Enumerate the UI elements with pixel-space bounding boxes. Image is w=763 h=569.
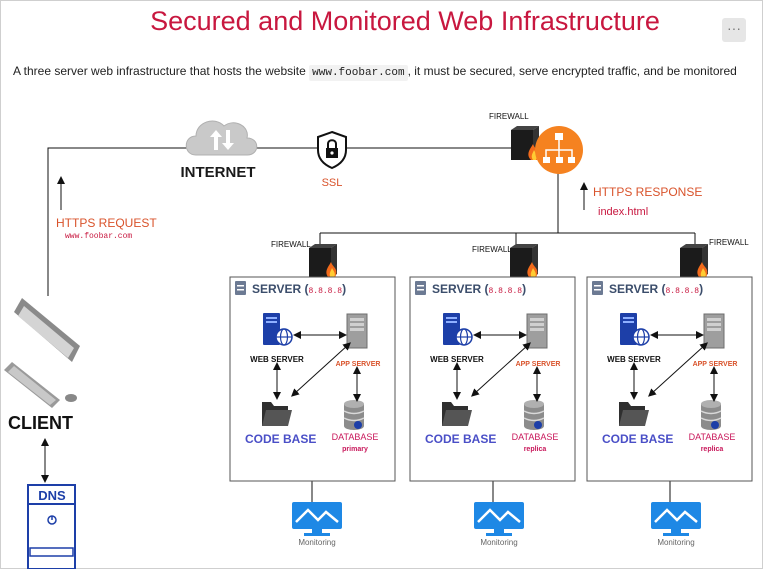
monitoring-icon [649,500,703,538]
code-app-arrow [471,342,531,397]
database-role-label: replica [701,446,724,453]
server-header-icon [415,281,426,295]
page-description: A three server web infrastructure that h… [13,64,737,81]
client-computer-icon [4,298,80,408]
web-server-label: WEB SERVER [250,355,304,364]
monitoring-icon [290,500,344,538]
page-title: Secured and Monitored Web Infrastructure [150,6,660,36]
database-label: DATABASE [689,432,736,442]
server-box-2: SERVER (8.8.8.8) WEB SERVER APP SERVER CODE… [409,276,576,482]
web-server-label: WEB SERVER [430,355,484,364]
database-role-label: primary [342,446,368,453]
ssl-label: SSL [322,177,343,189]
server-box-3: SERVER (8.8.8.8) WEB SERVER APP SERVER CODE… [586,276,753,482]
monitoring-icon [472,500,526,538]
https-response-label: HTTPS RESPONSE [593,185,702,199]
database-icon [343,399,365,431]
server-title: SERVER (8.8.8.8) [252,282,346,296]
firewall-icon-2 [510,244,538,278]
internet-label: INTERNET [181,164,256,181]
description-text-end: , it must be secured, serve encrypted tr… [407,64,737,78]
database-label: DATABASE [512,432,559,442]
https-response-file: index.html [598,206,648,218]
code-app-arrow [648,342,708,397]
web-server-label: WEB SERVER [607,355,661,364]
code-base-label: CODE BASE [245,432,316,446]
firewall-label-main: FIREWALL [489,112,529,121]
firewall-label-1: FIREWALL [271,240,311,249]
server-box-1: SERVER (8.8.8.8) WEB SERVER APP SERVER CODE… [229,276,396,482]
connection-lines [47,147,696,503]
firewall-icon-main [511,126,539,160]
database-icon [700,399,722,431]
https-request-url: www.foobar.com [65,232,132,241]
code-app-arrow [291,342,351,397]
more-options-button[interactable]: ··· [722,18,746,42]
monitoring-label: Monitoring [657,538,694,547]
database-label: DATABASE [332,432,379,442]
app-server-label: APP SERVER [693,361,738,368]
server-group: SERVER (8.8.8.8) WEB SERVER APP SERVER CODE… [229,276,753,547]
code-base-label: CODE BASE [602,432,673,446]
server-header-icon [235,281,246,295]
database-icon [523,399,545,431]
dns-server-icon [27,484,76,569]
server-header-icon [592,281,603,295]
app-server-label: APP SERVER [336,361,381,368]
firewall-label-3: FIREWALL [709,238,749,247]
server-title: SERVER (8.8.8.8) [609,282,703,296]
client-label: CLIENT [8,413,73,433]
database-role-label: replica [524,446,547,453]
dns-label: DNS [38,488,66,503]
app-server-icon [526,313,548,349]
cloud-icon [185,120,258,156]
description-domain: www.foobar.com [309,65,408,81]
https-request-label: HTTPS REQUEST [56,216,157,230]
firewall-icon-1 [309,244,337,278]
server-title: SERVER (8.8.8.8) [432,282,526,296]
firewall-label-2: FIREWALL [472,245,512,254]
monitoring-label: Monitoring [480,538,517,547]
ssl-shield-icon [317,130,347,170]
app-server-label: APP SERVER [516,361,561,368]
description-text: A three server web infrastructure that h… [13,64,310,78]
code-base-label: CODE BASE [425,432,496,446]
monitoring-label: Monitoring [298,538,335,547]
load-balancer-icon [535,126,583,174]
app-server-icon [346,313,368,349]
app-server-icon [703,313,725,349]
firewall-icon-3 [680,244,708,278]
